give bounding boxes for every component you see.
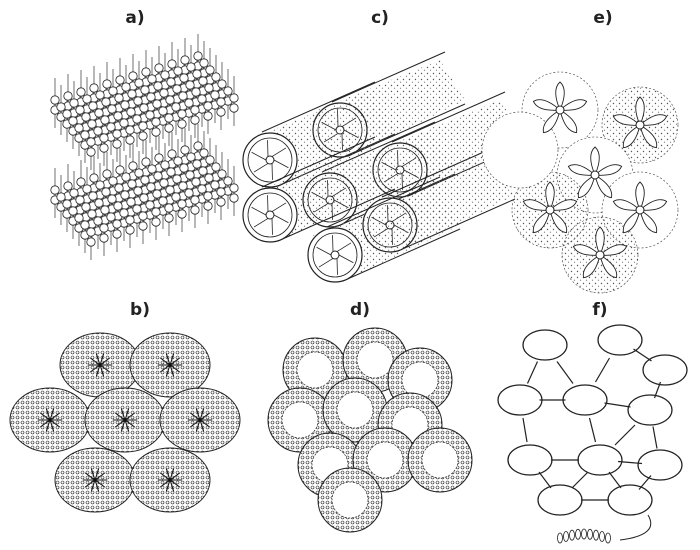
hexagonal-cylinders-drawing [243,52,525,282]
spherical-micelles-drawing [268,328,472,532]
rod-micelles-drawing [10,333,240,512]
star-micelle-network-drawing [482,72,678,293]
lamellar-structure-drawing [51,34,238,260]
bicontinuous-network-drawing [498,325,687,543]
